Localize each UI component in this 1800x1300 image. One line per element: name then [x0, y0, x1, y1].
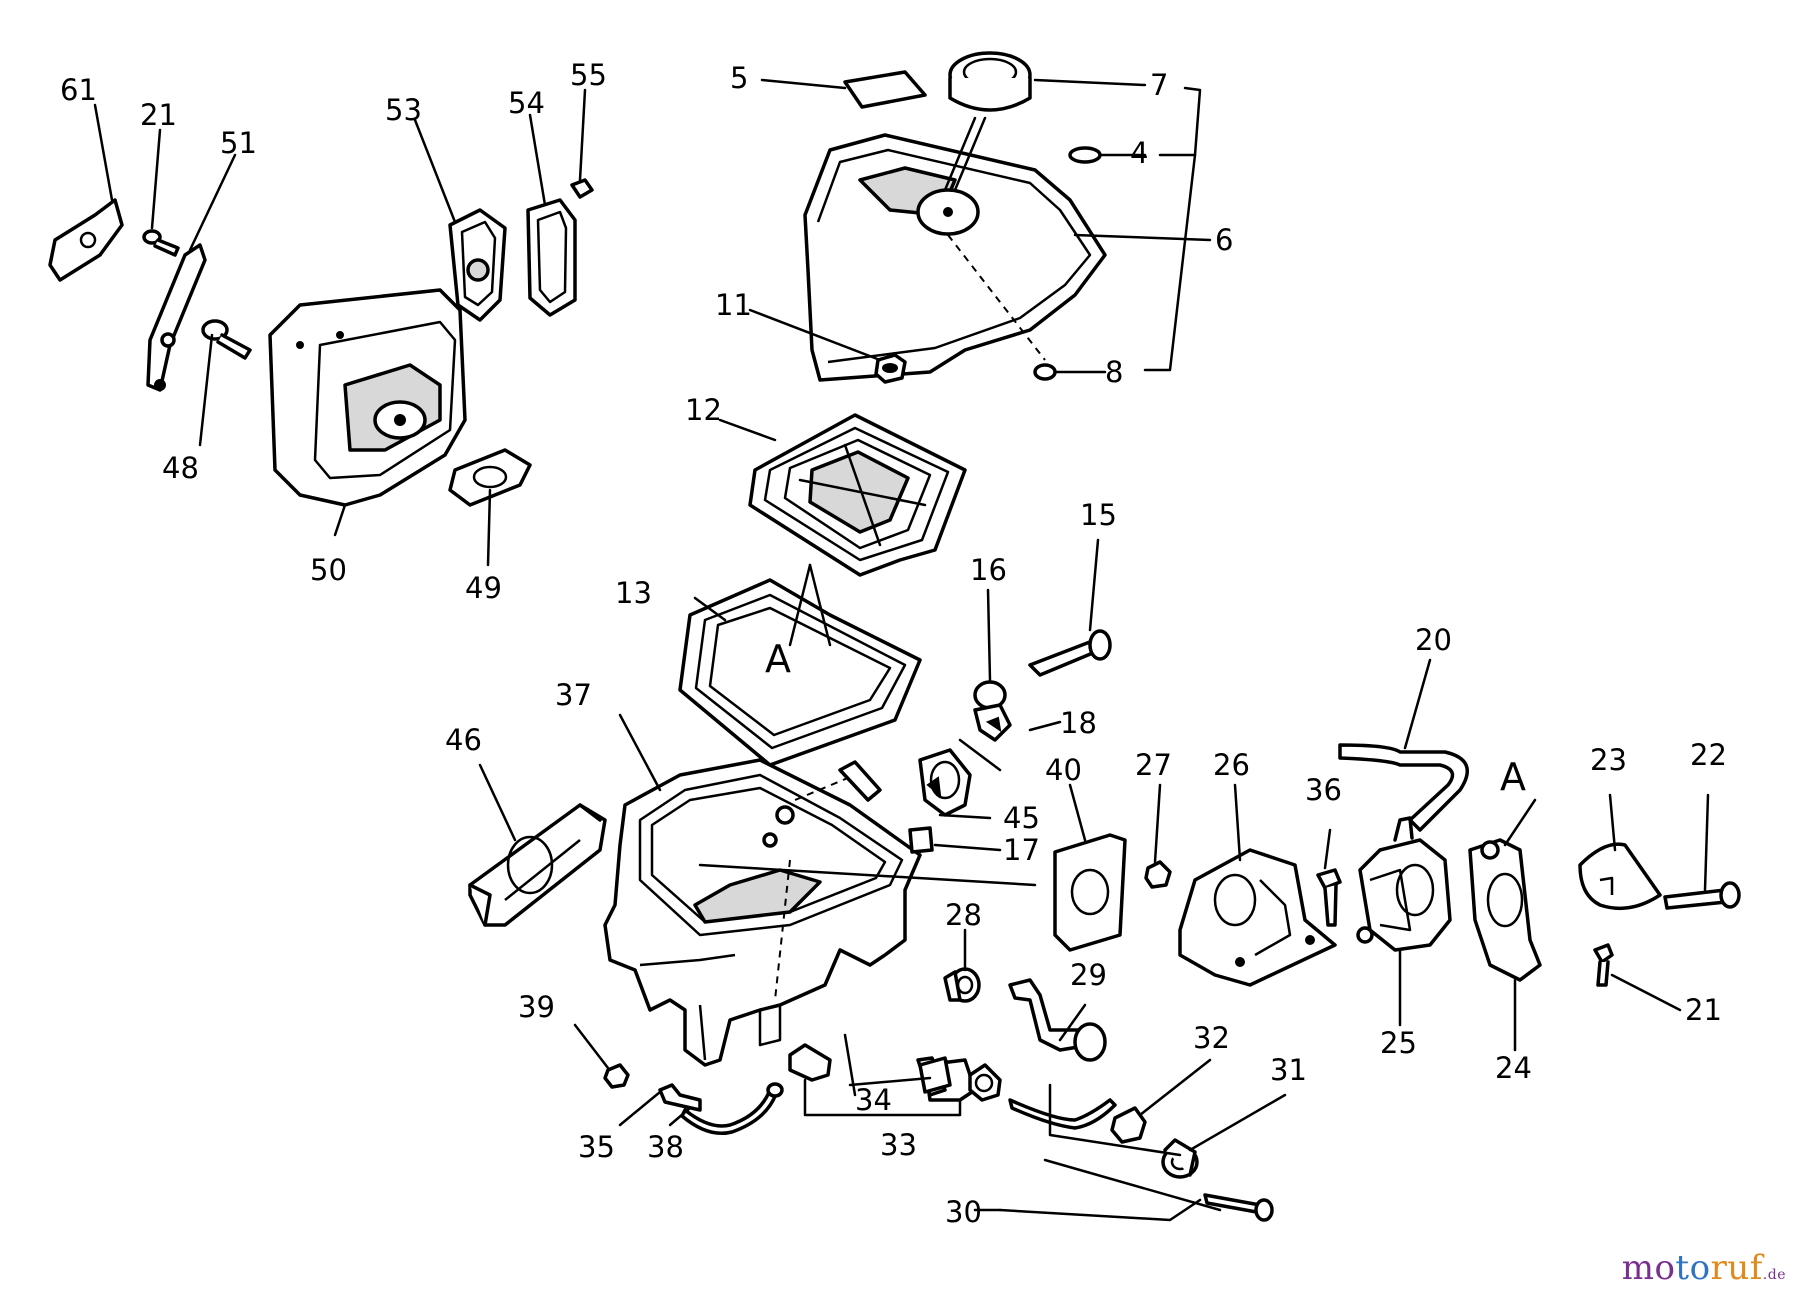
cover-cone	[1578, 842, 1662, 911]
bushing	[1161, 1138, 1199, 1179]
bracket	[146, 243, 207, 392]
label-39: 39	[518, 990, 555, 1024]
fuel-tank-cover	[803, 133, 1107, 382]
small-nut	[603, 1063, 630, 1089]
intake-elbow	[973, 680, 1012, 742]
label-17: 17	[1003, 833, 1040, 867]
label-12: 12	[685, 393, 722, 427]
label-23: 23	[1590, 743, 1627, 777]
watermark-to: to	[1675, 1248, 1711, 1288]
label-15: 15	[1080, 498, 1117, 532]
fuel-cap-label-plate	[843, 70, 927, 109]
cone-bolt	[1663, 881, 1741, 910]
label-37: 37	[555, 678, 592, 712]
wire-spring	[1008, 1098, 1117, 1130]
label-45: 45	[1003, 801, 1040, 835]
grommet	[943, 967, 981, 1003]
label-24: 24	[1495, 1051, 1532, 1085]
gasket-small	[918, 1056, 952, 1094]
label-27: 27	[1135, 748, 1172, 782]
watermark-de: .de	[1762, 1267, 1786, 1283]
label-8: 8	[1105, 355, 1123, 389]
label-4: 4	[1130, 136, 1148, 170]
carburetor-gasket	[1053, 833, 1127, 952]
cover-nut	[874, 353, 907, 384]
label-38: 38	[647, 1130, 684, 1164]
adapter-nut	[1144, 860, 1172, 889]
exhaust-cover	[448, 208, 507, 322]
label-16: 16	[970, 553, 1007, 587]
part-number-labels: 5 7 4 6 8 11 12 13 15 16 17 18 20 21 21 …	[60, 58, 1727, 1229]
label-7: 7	[1150, 68, 1168, 102]
muffler-gasket	[448, 448, 532, 507]
filter-gasket	[678, 578, 922, 767]
watermark-logo: motoruf.de	[1622, 1248, 1786, 1288]
label-34: 34	[855, 1083, 892, 1117]
reference-letter-a-left: A	[765, 637, 791, 681]
label-21-top: 21	[140, 98, 177, 132]
clip	[1110, 1106, 1147, 1144]
label-21-right: 21	[1685, 993, 1722, 1027]
label-51: 51	[220, 126, 257, 160]
tank-grommet	[1033, 363, 1057, 381]
carburetor-adapter	[1178, 848, 1337, 987]
switch-housing	[968, 1063, 1002, 1102]
air-filter-element	[748, 413, 967, 577]
label-28: 28	[945, 898, 982, 932]
label-50: 50	[310, 553, 347, 587]
label-53: 53	[385, 93, 422, 127]
label-30: 30	[945, 1195, 982, 1229]
label-33: 33	[880, 1128, 917, 1162]
label-46: 46	[445, 723, 482, 757]
carburetor-screw	[1316, 868, 1342, 927]
pin	[1203, 1193, 1274, 1222]
leader-lines	[93, 78, 1710, 1222]
side-plate	[468, 803, 607, 927]
label-11: 11	[715, 288, 752, 322]
plate-screw	[1593, 943, 1614, 987]
label-49: 49	[465, 571, 502, 605]
carburetor-box	[603, 758, 922, 1067]
label-40: 40	[1045, 753, 1082, 787]
muffler	[268, 288, 467, 507]
label-6: 6	[1215, 223, 1233, 257]
ground-wire	[658, 1082, 784, 1135]
label-22: 22	[1690, 738, 1727, 772]
label-20: 20	[1415, 623, 1452, 657]
label-61: 61	[60, 73, 97, 107]
watermark-mo: mo	[1621, 1248, 1676, 1288]
fuel-cap	[943, 51, 1032, 192]
intake-flange	[918, 748, 972, 817]
label-18: 18	[1060, 706, 1097, 740]
pulse-bolt	[1028, 629, 1112, 677]
label-29: 29	[1070, 958, 1107, 992]
watermark-ruf: ruf	[1710, 1248, 1763, 1288]
label-48: 48	[162, 451, 199, 485]
label-54: 54	[508, 86, 545, 120]
intake-plate	[838, 760, 882, 802]
label-55: 55	[570, 58, 607, 92]
cap-gasket	[1068, 146, 1102, 164]
choke-rod	[1008, 978, 1107, 1062]
label-13: 13	[615, 576, 652, 610]
spacer-plate	[48, 198, 124, 282]
reference-letter-a-right: A	[1500, 755, 1526, 799]
cover-screw	[570, 178, 594, 199]
intake-adapter-plate	[1468, 838, 1542, 982]
muffler-bolt	[201, 319, 252, 360]
label-35: 35	[578, 1130, 615, 1164]
label-5: 5	[730, 61, 748, 95]
label-25: 25	[1380, 1026, 1417, 1060]
label-36: 36	[1305, 773, 1342, 807]
carburetor	[1356, 816, 1452, 952]
top-bolt	[142, 229, 180, 257]
fuel-hose	[1338, 743, 1470, 832]
label-26: 26	[1213, 748, 1250, 782]
label-31: 31	[1270, 1053, 1307, 1087]
intake-washer	[908, 826, 934, 854]
label-32: 32	[1193, 1021, 1230, 1055]
exhaust-gasket	[526, 198, 577, 317]
